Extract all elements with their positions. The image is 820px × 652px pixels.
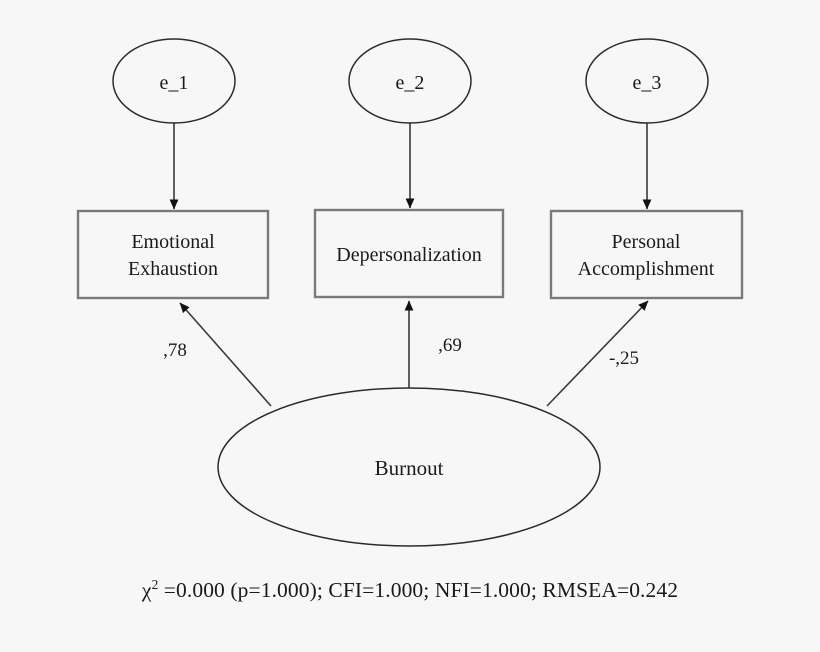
chi-square-exponent: 2 [151,576,159,592]
indicator-depersonalization: Depersonalization [313,208,505,299]
chi-square-symbol: χ [141,578,152,602]
error-ellipse-e2 [348,38,472,124]
indicator-personal-accomplishment: Personal Accomplishment [549,209,744,300]
nfi-value: NFI=1.000; [434,578,543,602]
indicator-label-emotional-exhaustion-line1: Emotional [131,231,215,253]
path-coefficient-personal-accomplishment: -,25 [609,348,639,369]
indicator-label-emotional-exhaustion-line2: Exhaustion [128,258,218,280]
error-path-group [169,123,652,210]
error-ellipse-e1 [112,38,236,124]
path-coefficient-group: ,78 ,69 -,25 [163,335,639,369]
path-coefficient-emotional-exhaustion: ,78 [163,340,187,361]
fit-statistics-line: χ2 =0.000 (p=1.000); CFI=1.000; NFI=1.00… [0,578,820,603]
indicator-box-depersonalization [313,208,505,299]
indicator-box-emotional-exhaustion [76,209,270,300]
chi-square-value: =0.000 (p=1.000); [158,578,329,602]
latent-label-burnout: Burnout [375,456,444,480]
error-label-e1: e_1 [160,72,189,94]
error-term-e1: e_1 [112,38,236,124]
indicator-label-personal-accomplishment-line2: Accomplishment [578,258,715,280]
error-term-e2: e_2 [348,38,472,124]
error-label-e3: e_3 [633,72,662,94]
path-coefficient-depersonalization: ,69 [438,335,462,356]
indicator-box-personal-accomplishment [549,209,744,300]
error-term-e3: e_3 [585,38,709,124]
error-ellipse-e3 [585,38,709,124]
path-burnout-to-personal-accomplishment [546,300,649,407]
latent-ellipse-burnout [217,387,601,547]
indicator-label-personal-accomplishment-line1: Personal [612,231,681,253]
structural-path-group [179,300,649,407]
rmsea-value: RMSEA=0.242 [542,578,679,602]
latent-factor-burnout: Burnout [217,387,601,547]
cfi-value: CFI=1.000; [328,578,435,602]
indicator-label-depersonalization: Depersonalization [336,244,482,266]
error-label-e2: e_2 [396,72,425,94]
path-burnout-to-emotional-exhaustion [179,302,272,407]
indicator-emotional-exhaustion: Emotional Exhaustion [76,209,270,300]
